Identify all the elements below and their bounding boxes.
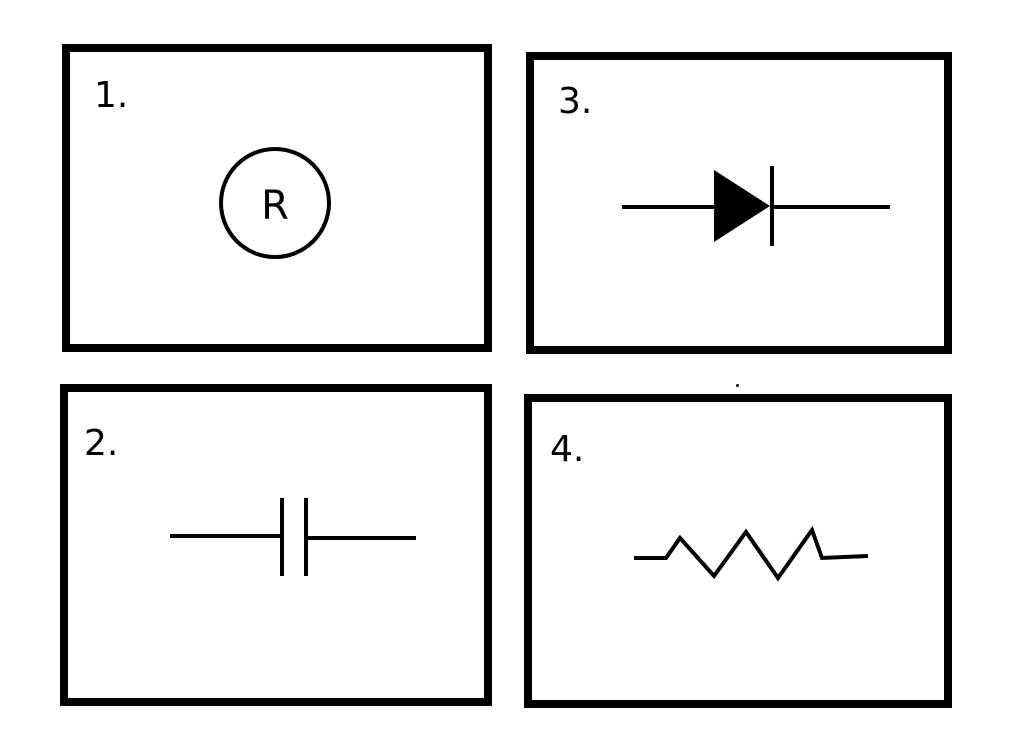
diode-symbol-icon xyxy=(622,166,890,246)
resistor-symbol-icon xyxy=(634,525,869,582)
stray-dot xyxy=(736,384,739,387)
panel-number: 4. xyxy=(550,429,585,470)
symbol-circle xyxy=(219,147,331,259)
panel-number: 1. xyxy=(94,75,129,116)
resistor-zigzag xyxy=(634,525,869,582)
panel-2: 2. xyxy=(60,384,492,706)
diode-triangle xyxy=(714,170,770,242)
symbol-letter: R xyxy=(261,183,289,229)
panel-3: 3. xyxy=(526,52,952,354)
circled-letter-icon: R xyxy=(219,147,331,259)
panel-number: 3. xyxy=(558,81,593,122)
panel-4: 4. xyxy=(524,394,952,708)
panel-1: 1. R xyxy=(62,44,492,352)
panel-number: 2. xyxy=(84,423,119,464)
capacitor-symbol-icon xyxy=(170,498,416,576)
